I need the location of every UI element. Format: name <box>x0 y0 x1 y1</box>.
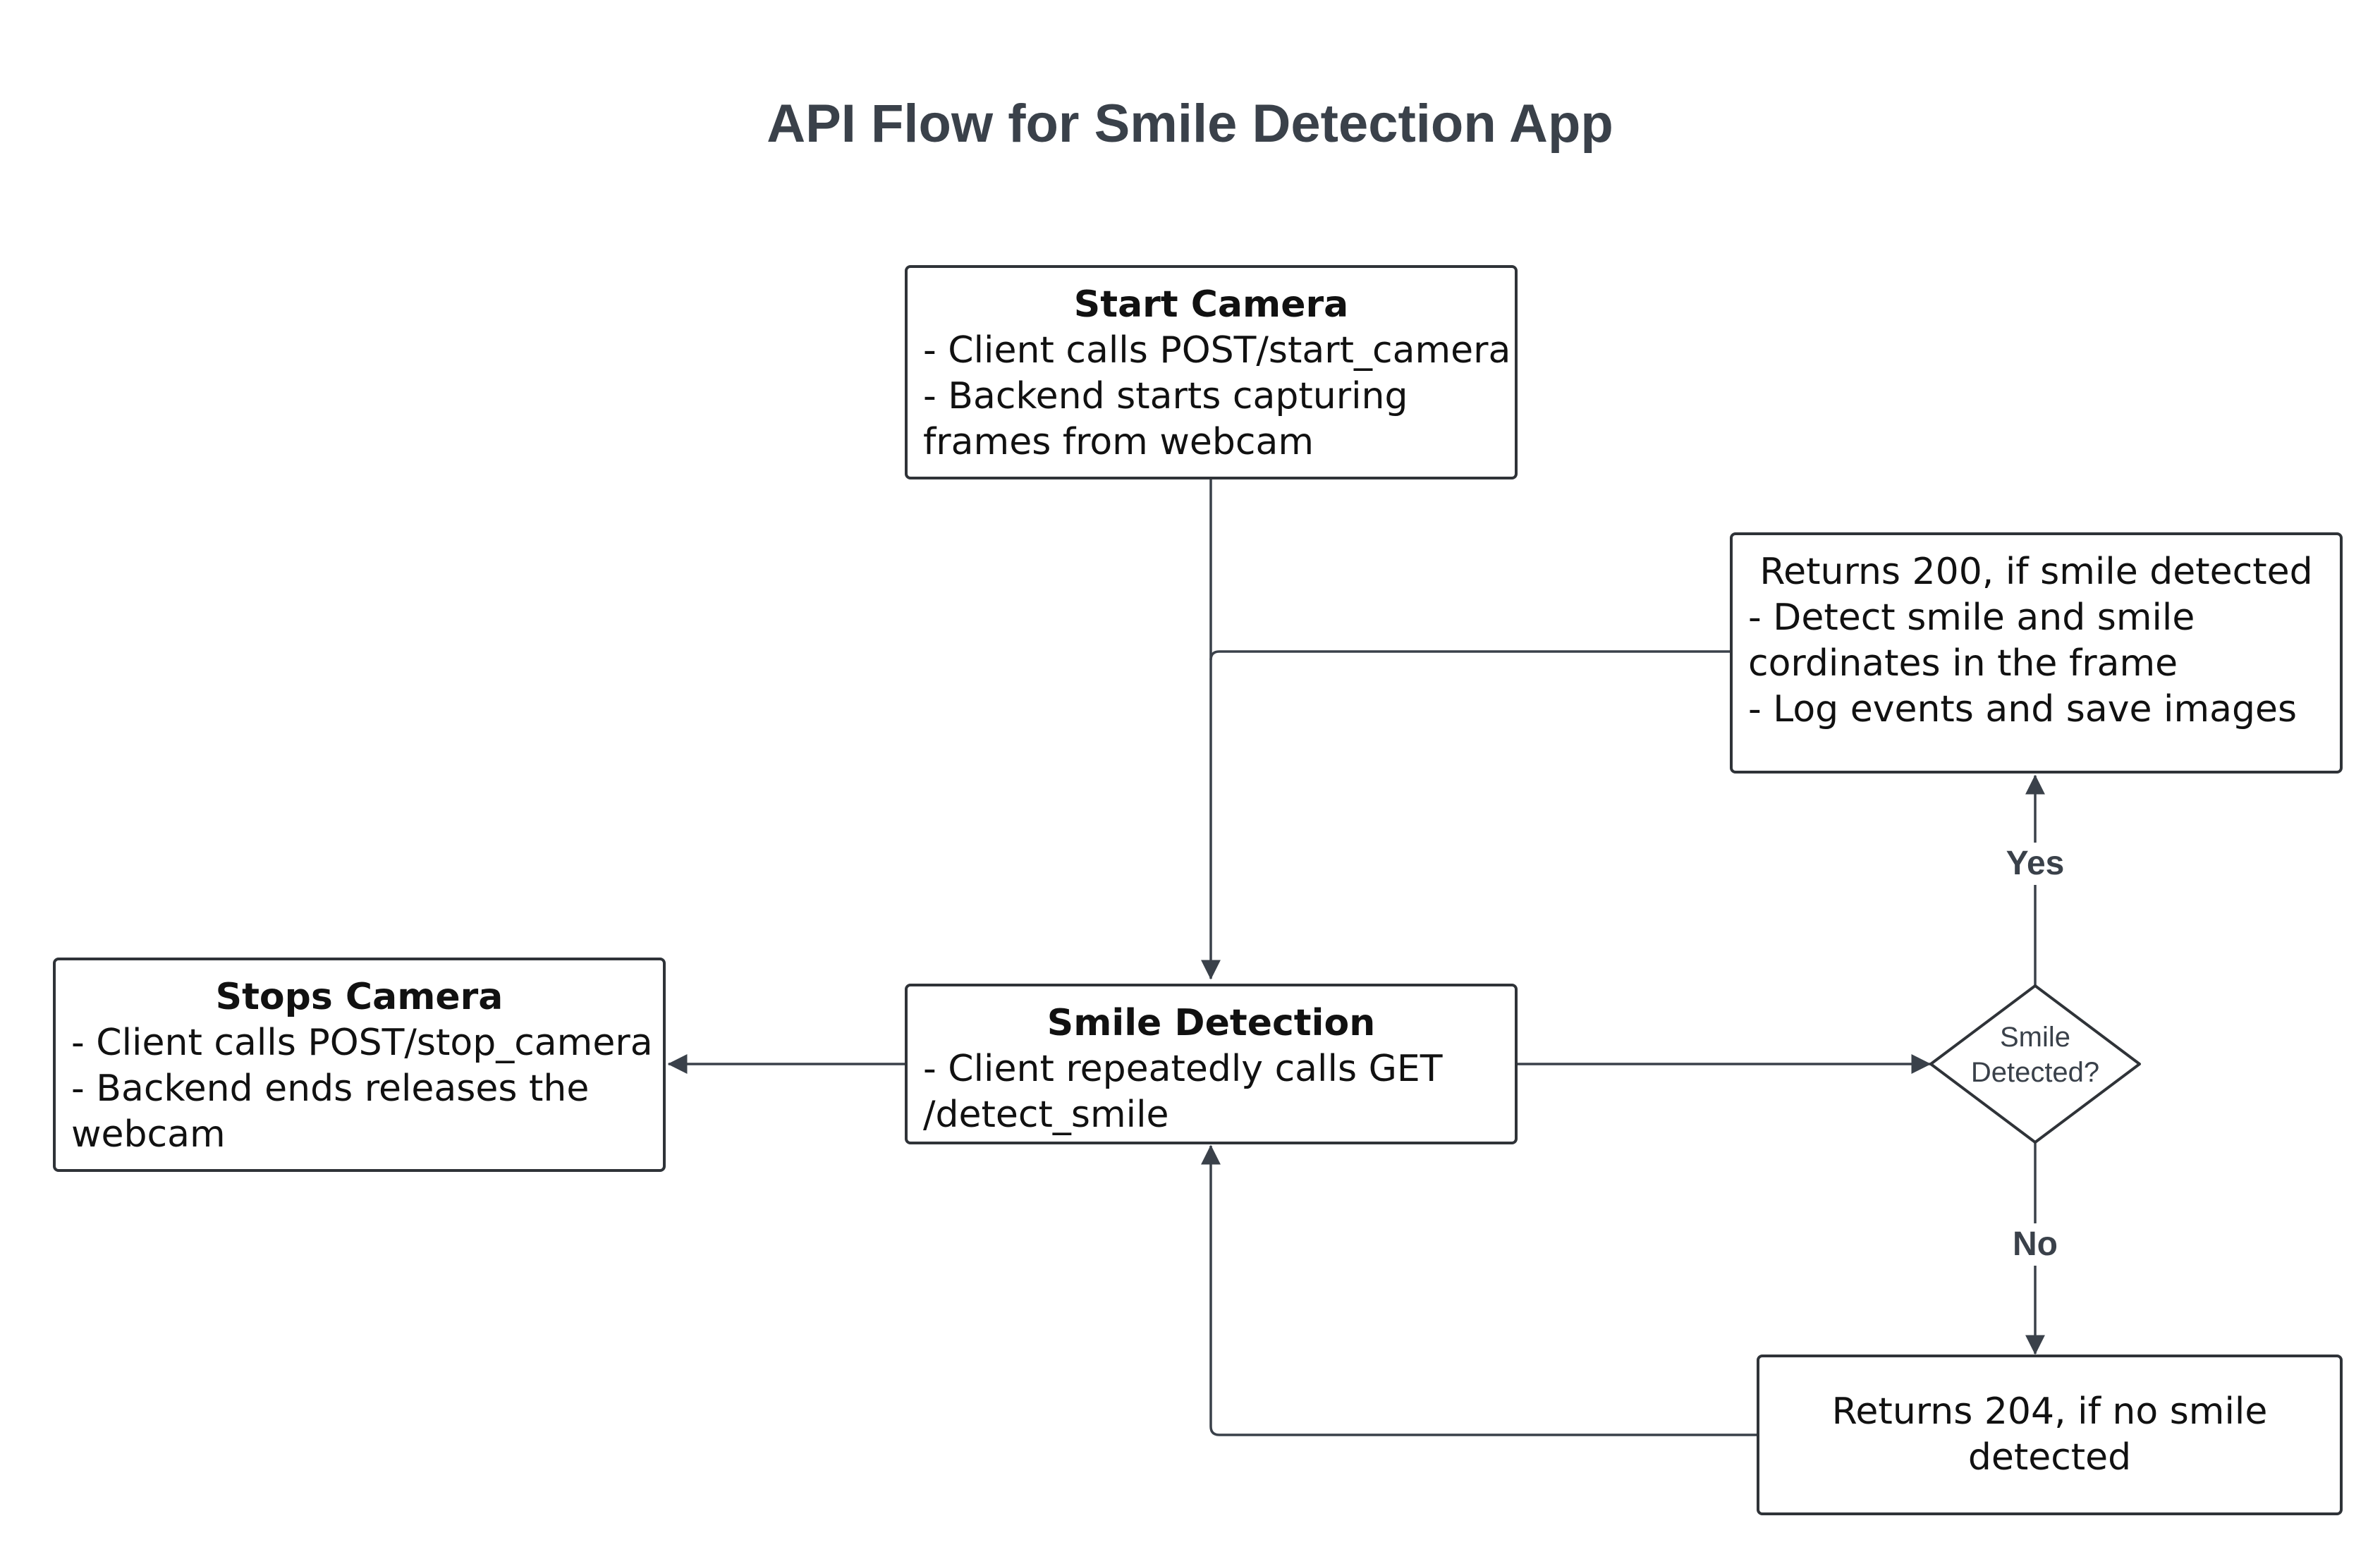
decision-label-line2: Detected? <box>1970 1057 2100 1088</box>
node-start-camera-line2: - Backend starts capturing frames from w… <box>923 375 1408 463</box>
edge-label-yes: Yes <box>2000 843 2070 885</box>
node-returns-200-line2: - Log events and save images <box>1748 688 2297 730</box>
edge-returns204-to-detection <box>1201 1144 1757 1436</box>
node-smile-detection-heading: Smile Detection <box>1046 1002 1376 1044</box>
decision-label: Smile Detected? <box>1946 1020 2124 1090</box>
diagram-title: API Flow for Smile Detection App <box>767 94 1613 154</box>
edge-label-no: No <box>2007 1223 2063 1266</box>
node-returns-204: Returns 204, if no smile detected <box>1757 1355 2343 1515</box>
node-returns-204-text: Returns 204, if no smile detected <box>1831 1390 2268 1479</box>
decision-diamond <box>1929 984 2141 1144</box>
node-start-camera: Start Camera - Client calls POST/start_c… <box>905 265 1518 479</box>
node-returns-200-heading: Returns 200, if smile detected <box>1759 551 2313 593</box>
node-stops-camera-line1: - Client calls POST/stop_camera <box>71 1022 653 1064</box>
node-start-camera-heading: Start Camera <box>1073 283 1349 326</box>
node-stops-camera-heading: Stops Camera <box>215 976 504 1018</box>
node-smile-detection-line1: - Client repeatedly calls GET /detect_sm… <box>923 1048 1443 1136</box>
node-returns-200-line1: - Detect smile and smile cordinates in t… <box>1748 597 2195 685</box>
node-stops-camera-line2: - Backend ends releases the webcam <box>71 1068 590 1156</box>
edge-returns200-to-detection <box>1209 650 1730 661</box>
node-returns-200: Returns 200, if smile detected - Detect … <box>1730 532 2343 774</box>
node-smile-detection: Smile Detection - Client repeatedly call… <box>905 984 1518 1144</box>
decision-label-line1: Smile <box>1999 1022 2071 1053</box>
node-start-camera-line1: - Client calls POST/start_camera <box>923 329 1511 372</box>
node-stops-camera: Stops Camera - Client calls POST/stop_ca… <box>53 958 666 1172</box>
